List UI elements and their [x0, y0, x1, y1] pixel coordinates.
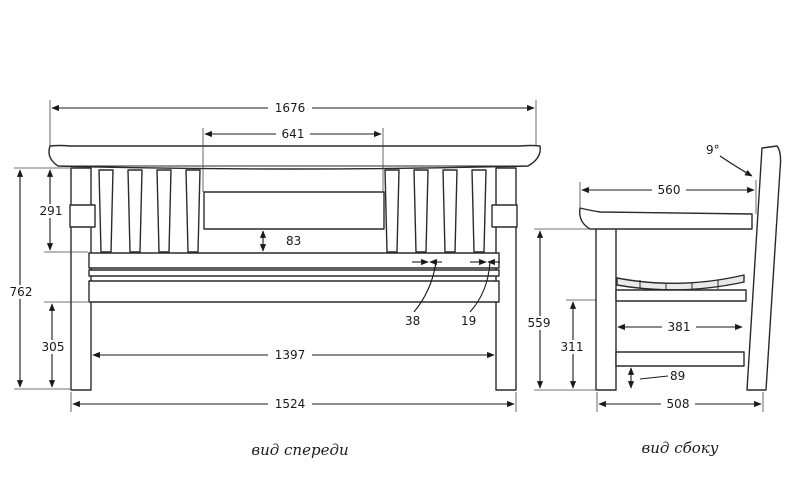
dim-1676: 1676 — [275, 101, 306, 115]
leader-angle — [719, 155, 753, 177]
dim-19: 19 — [461, 314, 476, 328]
dim-560: 560 — [658, 183, 681, 197]
leader-19 — [469, 261, 491, 313]
leader-38 — [413, 261, 437, 313]
front-seat-rail — [88, 252, 500, 269]
front-left-slats — [98, 169, 201, 253]
dim-38: 38 — [405, 314, 420, 328]
front-apron — [88, 280, 500, 303]
side-stretcher — [615, 351, 745, 367]
dim-381: 381 — [668, 320, 691, 334]
dim-311: 311 — [561, 340, 584, 354]
dim-291: 291 — [40, 204, 63, 218]
side-front-leg — [595, 227, 617, 391]
side-seat-rail — [615, 289, 747, 302]
caption-front-view: вид спереди — [251, 441, 348, 459]
front-right-leg — [495, 167, 517, 391]
dim-641: 641 — [282, 127, 305, 141]
front-right-arm-block — [491, 204, 518, 228]
dim-559: 559 — [528, 316, 551, 330]
side-back-post — [746, 145, 782, 391]
dim-762: 762 — [10, 285, 33, 299]
dim-angle: 9° — [706, 143, 720, 157]
back-center-panel — [203, 191, 385, 230]
side-view — [579, 145, 782, 391]
dim-1397: 1397 — [275, 348, 306, 362]
dim-89: 89 — [670, 369, 685, 383]
front-right-slats — [384, 169, 487, 253]
front-view — [48, 144, 541, 391]
front-left-arm-block — [69, 204, 96, 228]
dim-1524: 1524 — [275, 397, 306, 411]
dim-305: 305 — [42, 340, 65, 354]
side-seat-slats — [616, 274, 745, 291]
front-seat-edge — [88, 269, 500, 277]
dim-83: 83 — [286, 234, 301, 248]
front-top-rail — [48, 144, 541, 170]
side-dimensions: 560 9° 559 311 381 89 508 — [522, 143, 764, 412]
caption-side-view: вид сбоку — [642, 439, 719, 457]
dim-508: 508 — [667, 397, 690, 411]
front-left-leg — [70, 167, 92, 391]
front-dimensions: 1676 641 762 291 305 83 1397 — [4, 100, 537, 412]
side-armrest — [579, 207, 753, 230]
